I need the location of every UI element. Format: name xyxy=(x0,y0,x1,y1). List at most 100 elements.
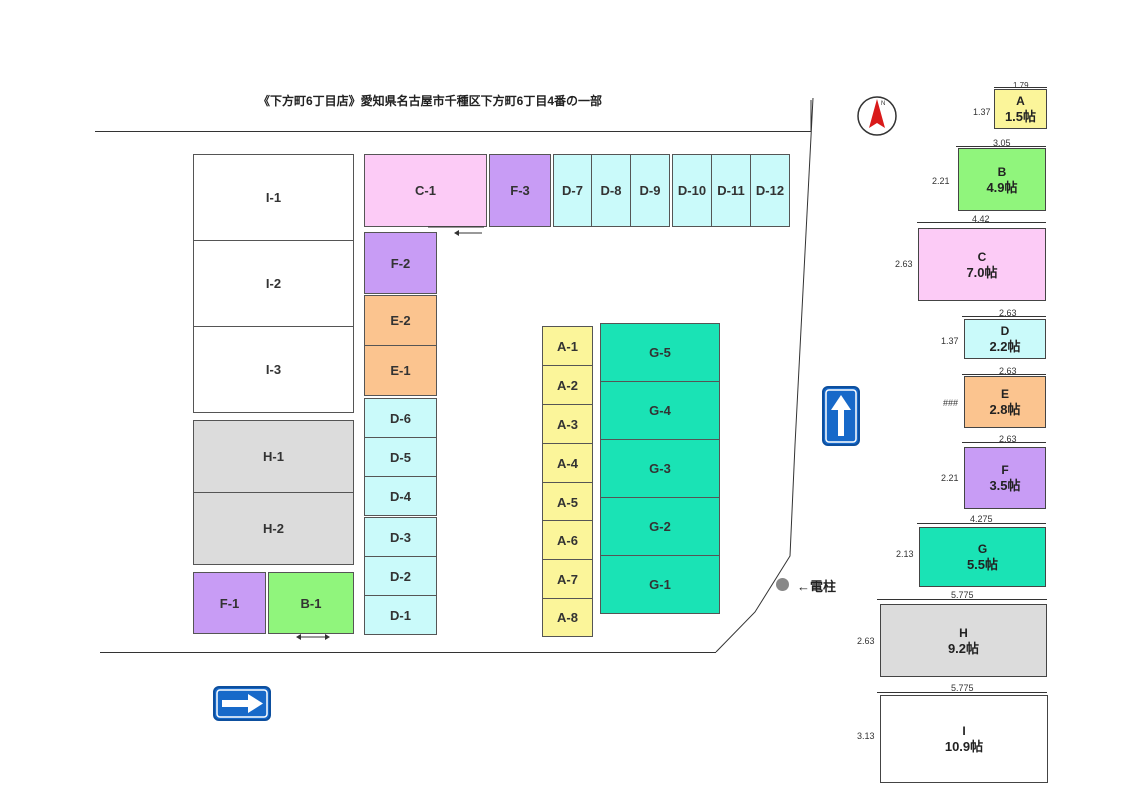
legend-A-depth: 1.37 xyxy=(973,107,991,117)
utility-pole-icon xyxy=(776,578,789,591)
unit-label: G-2 xyxy=(649,519,671,534)
legend-I-width: 5.775 xyxy=(951,683,974,693)
unit-A-3[interactable]: A-3 xyxy=(542,404,593,444)
legend-D: D 2.2帖 xyxy=(964,319,1046,359)
unit-label: B-1 xyxy=(300,595,322,611)
compass-label: N xyxy=(881,101,885,107)
unit-label: E-2 xyxy=(390,313,411,328)
unit-label: A-3 xyxy=(557,416,578,432)
unit-D-5[interactable]: D-5 xyxy=(364,437,437,477)
legend-B-width: 3.05 xyxy=(993,138,1011,148)
unit-label: A-1 xyxy=(557,338,578,354)
unit-A-5[interactable]: A-5 xyxy=(542,482,593,522)
legend-size: 10.9帖 xyxy=(944,739,984,754)
unit-I-2[interactable]: I-2 xyxy=(193,240,354,327)
legend-H-depth: 2.63 xyxy=(857,636,875,646)
unit-label: D-11 xyxy=(717,183,745,198)
legend-I-depth: 3.13 xyxy=(857,731,875,741)
unit-label: A-6 xyxy=(557,532,578,548)
door-arrow-icon xyxy=(428,226,484,236)
page-title: 《下方町6丁目店》愛知県名古屋市千種区下方町6丁目4番の一部 xyxy=(258,94,603,108)
unit-G-2[interactable]: G-2 xyxy=(600,497,720,556)
legend-size: 7.0帖 xyxy=(966,264,998,280)
legend-size: 2.2帖 xyxy=(989,339,1021,354)
unit-B-1[interactable]: B-1 xyxy=(268,572,354,634)
unit-I-1[interactable]: I-1 xyxy=(193,154,354,241)
unit-label: F-3 xyxy=(510,183,530,198)
unit-F-2[interactable]: F-2 xyxy=(364,232,437,294)
legend-C-width: 4.42 xyxy=(972,214,990,224)
unit-D-10[interactable]: D-10 xyxy=(672,154,712,227)
door-arrow-icon xyxy=(296,634,330,640)
legend-G-depth: 2.13 xyxy=(896,549,914,559)
unit-H-2[interactable]: H-2 xyxy=(193,492,354,565)
unit-A-6[interactable]: A-6 xyxy=(542,520,593,560)
unit-label: G-3 xyxy=(649,461,671,476)
unit-I-3[interactable]: I-3 xyxy=(193,326,354,413)
unit-D-7[interactable]: D-7 xyxy=(553,154,592,227)
legend-size: 2.8帖 xyxy=(989,402,1021,417)
unit-D-4[interactable]: D-4 xyxy=(364,476,437,516)
legend-F: F 3.5帖 xyxy=(964,447,1046,509)
legend-size: 5.5帖 xyxy=(966,557,999,572)
unit-label: D-6 xyxy=(390,410,411,426)
unit-label: D-8 xyxy=(600,183,622,198)
legend-F-depth: 2.21 xyxy=(941,473,959,483)
arrow-up-sign-icon xyxy=(822,386,860,446)
unit-D-3[interactable]: D-3 xyxy=(364,517,437,557)
unit-D-8[interactable]: D-8 xyxy=(591,154,631,227)
legend-size: 4.9帖 xyxy=(986,179,1018,195)
unit-D-2[interactable]: D-2 xyxy=(364,556,437,596)
unit-D-1[interactable]: D-1 xyxy=(364,595,437,635)
dimension-line xyxy=(917,523,1046,524)
unit-D-6[interactable]: D-6 xyxy=(364,398,437,438)
dimension-line xyxy=(877,599,1047,600)
unit-label: A-8 xyxy=(557,610,578,625)
utility-pole-label: ←電柱 xyxy=(797,579,837,594)
legend-name: E xyxy=(1000,387,1009,401)
dimension-line xyxy=(917,222,1046,223)
legend-name: B xyxy=(997,164,1007,179)
unit-A-8[interactable]: A-8 xyxy=(542,598,593,637)
unit-G-4[interactable]: G-4 xyxy=(600,381,720,440)
unit-F-1[interactable]: F-1 xyxy=(193,572,266,634)
unit-H-1[interactable]: H-1 xyxy=(193,420,354,493)
unit-label: A-7 xyxy=(557,571,578,587)
unit-G-3[interactable]: G-3 xyxy=(600,439,720,498)
unit-label: I-3 xyxy=(265,362,282,377)
legend-size: 3.5帖 xyxy=(989,478,1021,493)
unit-D-9[interactable]: D-9 xyxy=(630,154,670,227)
unit-label: G-1 xyxy=(649,577,671,592)
arrow-right-sign-icon xyxy=(213,686,271,721)
unit-D-12[interactable]: D-12 xyxy=(750,154,790,227)
unit-D-11[interactable]: D-11 xyxy=(711,154,751,227)
legend-name: H xyxy=(959,625,968,640)
unit-A-7[interactable]: A-7 xyxy=(542,559,593,599)
unit-label: E-1 xyxy=(390,363,411,378)
legend-E: E 2.8帖 xyxy=(964,376,1046,428)
legend-F-width: 2.63 xyxy=(999,434,1017,444)
legend-name: C xyxy=(977,249,987,264)
unit-G-5[interactable]: G-5 xyxy=(600,323,720,382)
unit-A-4[interactable]: A-4 xyxy=(542,443,593,483)
unit-label: D-10 xyxy=(677,183,707,198)
dimension-line xyxy=(956,146,1046,147)
unit-label: H-1 xyxy=(263,449,284,464)
unit-E-2[interactable]: E-2 xyxy=(364,295,437,346)
legend-name: I xyxy=(962,724,966,738)
legend-name: D xyxy=(1000,324,1010,338)
legend-H-width: 5.775 xyxy=(951,590,974,600)
unit-label: D-1 xyxy=(390,607,411,623)
unit-F-3[interactable]: F-3 xyxy=(489,154,551,227)
unit-G-1[interactable]: G-1 xyxy=(600,555,720,614)
unit-label: A-2 xyxy=(557,377,578,393)
unit-C-1[interactable]: C-1 xyxy=(364,154,487,227)
legend-D-width: 2.63 xyxy=(999,308,1017,318)
unit-E-1[interactable]: E-1 xyxy=(364,345,437,396)
legend-size: 1.5帖 xyxy=(1004,109,1037,124)
boundary-top xyxy=(95,131,811,132)
unit-A-1[interactable]: A-1 xyxy=(542,326,593,366)
unit-label: I-1 xyxy=(265,190,282,205)
unit-A-2[interactable]: A-2 xyxy=(542,365,593,405)
